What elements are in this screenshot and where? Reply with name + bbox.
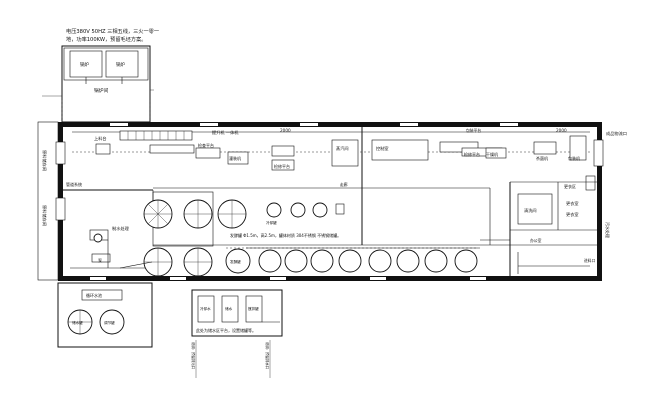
clean-room-label: 清洗间 <box>524 207 537 214</box>
tank-4 <box>310 249 334 273</box>
boiler-right-label: 锅炉 <box>116 61 125 68</box>
water-treatment-label: 制水处理 <box>112 225 130 232</box>
conveyor-line: 提升机 一体机 2000 2000 上料台 检查平台 灌装机 检修平台 蒸汽间 … <box>72 128 627 171</box>
tank-1 <box>225 248 251 274</box>
platform-4-label: 包装平台 <box>466 128 481 133</box>
boiler-left-label: 锅炉 <box>80 61 89 68</box>
left-area: 管道系统 制水处理 泵 <box>66 181 150 269</box>
right-vertical-label: 污水处理 <box>605 222 611 238</box>
filler <box>227 151 249 165</box>
left-label-2: 原料储存间 <box>41 205 48 226</box>
cooling-tank-label: 冷却罐 <box>266 220 277 225</box>
conveyor-label: 提升机 一体机 <box>212 129 239 136</box>
dressing-room-2-label: 更衣室 <box>566 211 579 218</box>
power-note-line-2: 地，功率100KW，预留毛坯方案。 <box>66 35 147 43</box>
annex-label-3: 循环水池 <box>86 292 102 298</box>
control-room-label: 控制室 <box>376 145 389 152</box>
inlet-label: 进料口 <box>584 258 596 263</box>
left-annex: 原料储存间 原料储存间 <box>37 121 59 281</box>
loading-label: 上料台 <box>94 135 107 142</box>
tank-7 <box>396 249 420 273</box>
packing-label: 包装机 <box>568 155 580 161</box>
conveyor-1 <box>119 130 193 141</box>
pump-label: 泵 <box>98 258 102 263</box>
platform-1-label: 检查平台 <box>198 142 214 148</box>
platform-2-label: 检修平台 <box>274 163 290 169</box>
tank-6 <box>368 249 392 273</box>
bottom-vertical-1: 说明：预留排污口 <box>191 342 196 369</box>
pool-label-1: 储水罐 <box>72 320 83 325</box>
tank-3 <box>284 249 308 273</box>
bottom-note: 此处为储水区平台，设置储罐等。 <box>196 327 256 333</box>
fermenter-label: 发酵罐 <box>230 259 241 264</box>
right-rooms: 更衣区 清洗间 更衣室 更衣室 办公室 进料口 走廊 污水处理 <box>340 182 611 263</box>
pipes <box>119 92 510 269</box>
boiler-left <box>69 50 103 78</box>
fermentation-zone: 发酵罐 Φ1.5m，高2.5m，罐体材质 304不锈钢 不锈钢储罐。 <box>143 191 341 277</box>
sterilizer-label: 杀菌机 <box>536 155 548 161</box>
filler-label: 灌装机 <box>229 155 241 161</box>
tank-row: 发酵罐 <box>225 247 478 274</box>
power-note: 电压380V 50HZ 三相五线，三火一零一 地，功率100KW，预留毛坯方案。 <box>66 27 159 43</box>
finished-exit-label: 成品物流口 <box>606 130 627 137</box>
left-label-1: 原料储存间 <box>41 150 48 171</box>
tank-8 <box>424 249 448 273</box>
annex-label-1: 冷却水 <box>200 306 211 311</box>
pool-label-2: 调节罐 <box>104 320 115 325</box>
annex-tank-3 <box>245 295 263 323</box>
dressing-room-label: 更衣室 <box>566 200 579 207</box>
annex-tank-2 <box>221 295 239 323</box>
dim-label-2: 2000 <box>556 128 567 133</box>
annex-label-2: 储水 <box>225 306 233 311</box>
control-room <box>371 139 429 161</box>
steam-room-label: 蒸汽间 <box>336 145 349 152</box>
drum-label: 干燥机 <box>486 151 498 157</box>
dim-label-1: 2000 <box>280 128 291 133</box>
boiler-house: 锅炉 锅炉 锅炉间 <box>42 45 154 123</box>
tank-9 <box>454 249 478 273</box>
pool-label-3: 搅拌罐 <box>248 306 259 311</box>
steam-room <box>331 139 359 167</box>
tank-2 <box>258 249 282 273</box>
clean-room <box>517 193 553 225</box>
pool-tank-2 <box>99 309 125 335</box>
bottom-vertical-2: 说明：预留排水口 <box>265 342 270 369</box>
boiler-house-label: 锅炉间 <box>94 87 109 94</box>
small-tanks-upper: 冷却罐 <box>266 202 345 225</box>
power-note-line-1: 电压380V 50HZ 三相五线，三火一零一 <box>66 27 159 35</box>
main-building <box>55 122 604 281</box>
changing-label: 更衣区 <box>564 183 576 189</box>
corridor-label: 走廊 <box>340 182 348 187</box>
pipe-note: 管道系统 <box>66 181 82 187</box>
bottom-middle-annex: 冷却水 储水 搅拌罐 此处为储水区平台，设置储罐等。 说明：预留排污口 说明：预… <box>191 289 283 378</box>
tank-note: 发酵罐 Φ1.5m，高2.5m，罐体材质 304不锈钢 不锈钢储罐。 <box>230 232 341 238</box>
office-label: 办公室 <box>530 238 542 243</box>
bottom-left-annex: 循环水池 储水罐 调节罐 <box>57 282 153 348</box>
tank-5 <box>338 249 362 273</box>
platform-3-label: 检修平台 <box>464 151 480 157</box>
partitions <box>63 127 597 276</box>
annex-tank-1 <box>197 295 215 323</box>
